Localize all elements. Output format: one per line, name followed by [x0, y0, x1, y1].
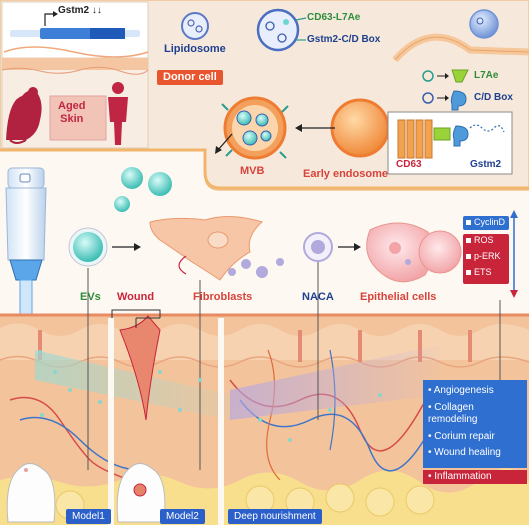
model1-label: Model1 — [66, 509, 111, 524]
down-markers-box: ROS p-ERK ETS — [463, 234, 509, 284]
marker-bullet-icon — [466, 238, 471, 243]
cd63-inset-label: CD63 — [396, 159, 422, 170]
marker-cyclind: CyclinD — [474, 217, 506, 227]
model2-label: Model2 — [160, 509, 205, 524]
epithelial-cells-label: Epithelial cells — [360, 291, 437, 303]
aged-skin-label: Aged Skin — [58, 100, 86, 125]
marker-bullet-icon — [466, 254, 471, 259]
effect-corium-repair: • Corium repair — [428, 431, 495, 442]
down-arrows-icon: ↓↓ — [91, 5, 102, 16]
gene-name: Gstm2 — [58, 5, 90, 16]
marker-ros: ROS — [474, 235, 494, 245]
effect-collagen-remodeling: • Collagen remodeling — [428, 402, 478, 425]
early-endosome-label: Early endosome — [303, 168, 388, 180]
naca-label: NACA — [302, 291, 334, 303]
donor-cell-label: Donor cell — [157, 70, 223, 85]
cd63-l7ae-label: CD63-L7Ae — [307, 12, 361, 23]
evs-label: EVs — [80, 291, 101, 303]
marker-ets: ETS — [474, 267, 492, 277]
lipidosome-label: Lipidosome — [164, 43, 226, 55]
effect-wound-healing: • Wound healing — [428, 447, 501, 458]
deep-nourishment-label: Deep nourishment — [228, 509, 322, 524]
wound-label: Wound — [117, 291, 155, 303]
l7ae-legend-label: L7Ae — [474, 70, 499, 81]
up-markers-box: CyclinD — [463, 216, 509, 230]
marker-bullet-icon — [466, 270, 471, 275]
effect-angiogenesis: • Angiogenesis — [428, 385, 494, 396]
marker-p-erk: p-ERK — [474, 251, 501, 261]
gstm2-cd-box-label: Gstm2-C/D Box — [307, 34, 381, 45]
effect-inflammation: • Inflammation — [428, 471, 492, 482]
gstm2-inset-label: Gstm2 — [470, 159, 502, 170]
mvb-label: MVB — [240, 165, 265, 177]
cd-box-legend-label: C/D Box — [474, 92, 513, 103]
gene-label: Gstm2 ↓↓ — [58, 6, 102, 16]
fibroblasts-label: Fibroblasts — [193, 291, 253, 303]
marker-bullet-icon — [466, 220, 471, 225]
